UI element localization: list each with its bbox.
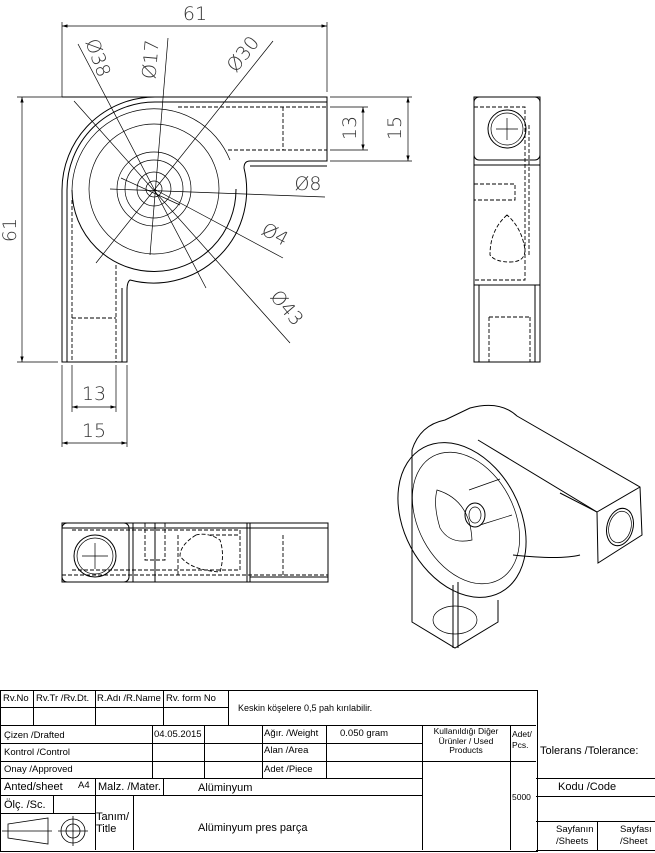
drafted-date: 04.05.2015 [154, 729, 202, 740]
scale-label: Ölç. /Sc. [4, 799, 46, 811]
dim-dia-17: Ø17 [138, 39, 163, 80]
weight-value: 0.050 gram [340, 728, 389, 739]
divider [262, 725, 263, 778]
divider [204, 725, 205, 778]
pcs-label: Adet/ Pcs. [512, 729, 532, 750]
side-view [473, 96, 541, 363]
tolerance-label: Tolerans /Tolerance: [540, 745, 639, 757]
divider [163, 690, 164, 725]
title-label: Tanım/ Title [96, 811, 130, 835]
divider [95, 778, 96, 850]
control-label: Kontrol /Control [4, 747, 71, 758]
divider [422, 725, 423, 850]
dim-leg-inner: 13 [82, 383, 106, 405]
divider [152, 725, 153, 778]
drafted-label: Çizen /Drafted [4, 730, 65, 741]
divider [536, 778, 655, 779]
title-block-frame [0, 690, 538, 852]
dim-dia-43: Ø43 [266, 286, 308, 330]
divider [33, 690, 34, 725]
divider [0, 707, 228, 708]
sheet-size: A4 [78, 780, 90, 791]
dim-arm-outer: 15 [384, 116, 406, 140]
divider [536, 821, 655, 822]
dim-width: 61 [183, 3, 207, 25]
area-label: Alan /Area [264, 745, 309, 756]
used-products-label: Kullanıldığı Diğer Ürünler / Used Produc… [433, 726, 499, 755]
pcs-value: 5000 [512, 792, 531, 802]
bottom-view [61, 522, 329, 583]
rev-no-header: Rv.No [3, 693, 29, 704]
projection-symbol-icon [2, 816, 88, 846]
approved-label: Onay /Approved [4, 764, 73, 775]
rev-form-header: Rv. form No [166, 693, 216, 704]
dim-dia-4: Ø4 [258, 219, 292, 251]
divider [0, 813, 95, 814]
dim-dia-30: Ø30 [223, 32, 264, 76]
sheet-size-label: Anted/sheet [4, 781, 63, 793]
title-value: Alüminyum pres parça [198, 822, 308, 834]
dim-arm-inner: 13 [339, 116, 361, 140]
front-view: 61 61 Ø38 Ø17 Ø30 Ø8 Ø4 Ø43 13 15 13 15 [0, 3, 412, 447]
rev-date-header: Rv.Tr /Rv.Dt. [36, 693, 90, 704]
divider [0, 725, 536, 726]
dim-leg-outer: 15 [82, 420, 106, 442]
divider [597, 821, 598, 850]
dim-dia-8: Ø8 [294, 173, 321, 195]
dim-height: 61 [0, 218, 21, 242]
divider [95, 690, 96, 725]
weight-label: Ağır. /Weight [264, 728, 319, 739]
rev-name-header: R.Adı /R.Name [97, 693, 161, 704]
note-text: Keskin köşelere 0,5 pah kırılabilir. [238, 703, 373, 713]
piece-label: Adet /Piece [264, 764, 313, 775]
divider [510, 725, 511, 850]
dim-dia-38: Ø38 [81, 36, 115, 80]
divider [0, 761, 536, 762]
divider [163, 778, 164, 795]
material-value: Alüminyum [198, 782, 253, 794]
sheet-label: Sayfası /Sheet [620, 824, 652, 847]
material-label: Malz. /Mater. [98, 781, 161, 793]
technical-drawing: 61 61 Ø38 Ø17 Ø30 Ø8 Ø4 Ø43 13 15 13 15 [0, 3, 643, 649]
divider [536, 796, 655, 797]
right-column-frame [536, 690, 655, 851]
divider [53, 795, 54, 813]
divider [0, 795, 422, 796]
code-label: Kodu /Code [558, 781, 617, 793]
isometric-view [397, 404, 643, 649]
divider [326, 725, 327, 778]
divider [228, 690, 229, 725]
sheets-label: Sayfanın /Sheets [556, 824, 594, 847]
divider [0, 778, 422, 779]
divider [0, 743, 422, 744]
divider [133, 795, 134, 850]
